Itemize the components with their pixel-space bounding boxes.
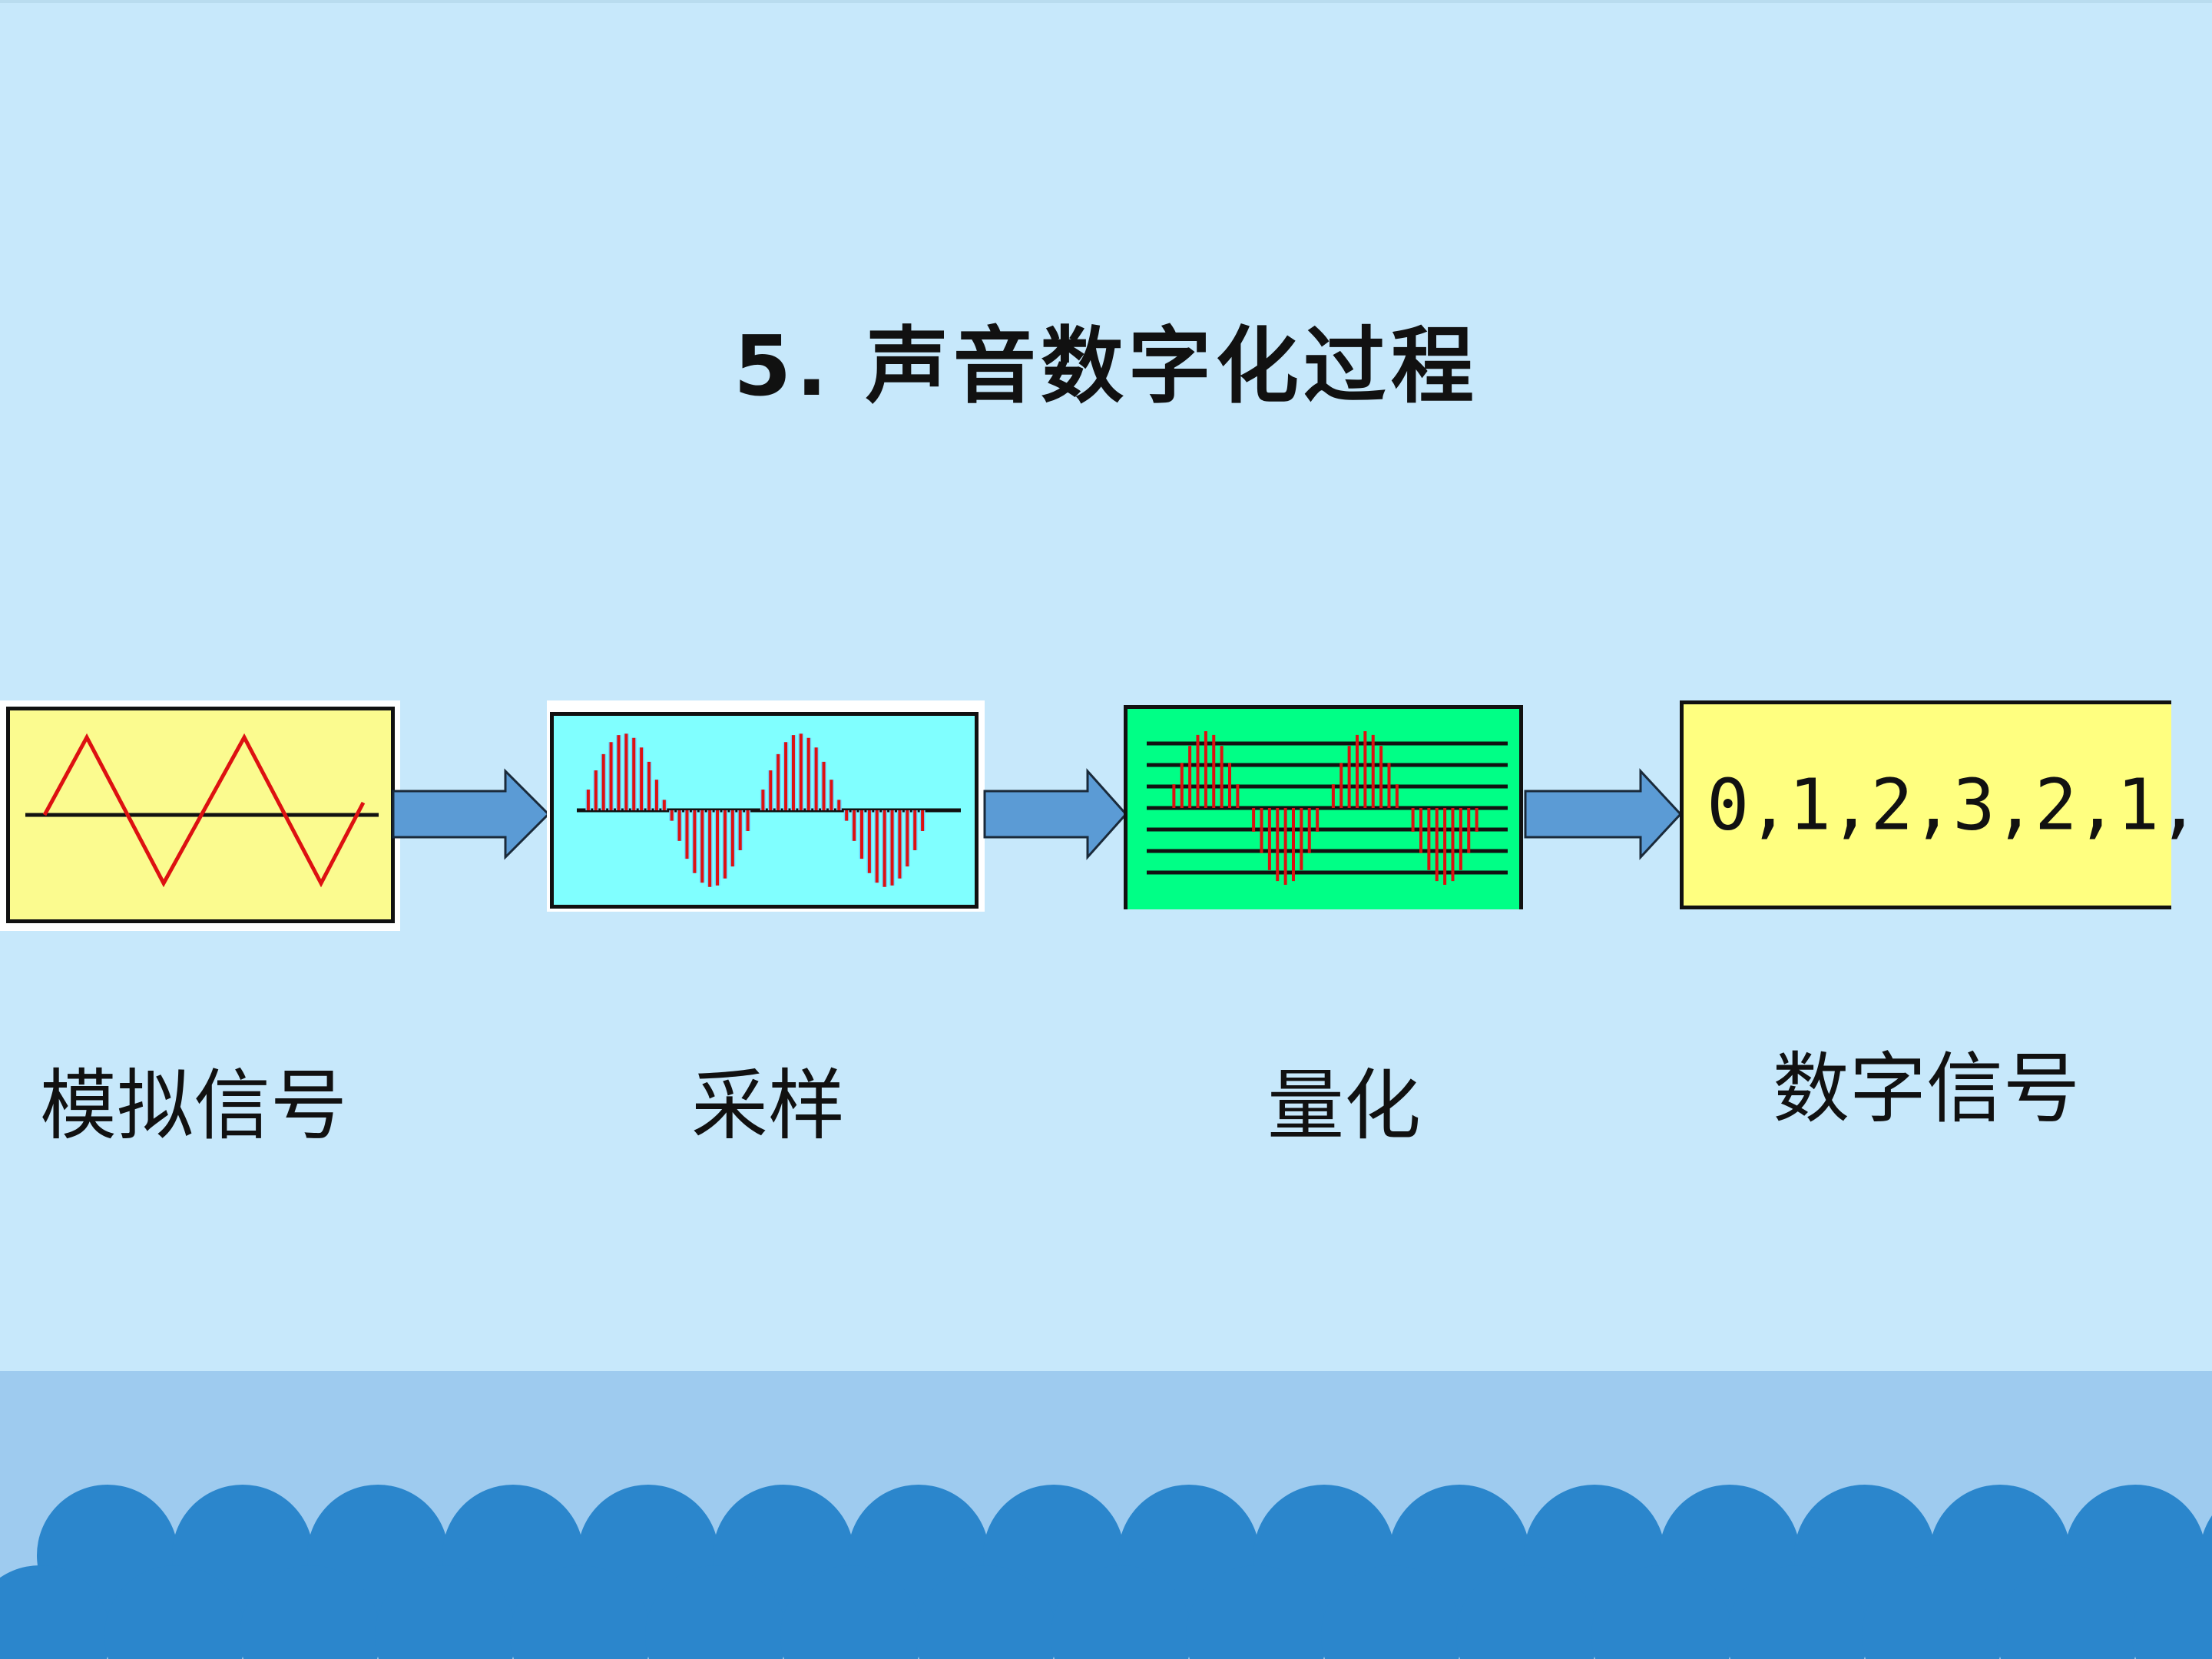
label-digital-signal: 数字信号 — [1773, 1044, 2080, 1134]
scallop-front — [1727, 1565, 1868, 1659]
scallop-front — [1997, 1565, 2138, 1659]
triangle-wave-icon — [25, 733, 379, 888]
scallop-front — [916, 1565, 1057, 1659]
scallop-front — [375, 1565, 516, 1659]
sampling-box — [550, 712, 979, 909]
scallop-front — [645, 1565, 786, 1659]
scallop-front — [780, 1565, 922, 1659]
sampled-wave-icon — [577, 733, 961, 887]
scallop-front — [1051, 1565, 1192, 1659]
analog-signal-box — [6, 707, 395, 923]
scallop-front — [1186, 1565, 1327, 1659]
label-analog-signal: 模拟信号 — [40, 1061, 347, 1151]
slide-top-edge — [0, 0, 2212, 3]
slide-title: 5. 声音数字化过程 — [733, 319, 1479, 415]
arrow-right-icon — [983, 768, 1128, 860]
scallop-front — [510, 1565, 651, 1659]
label-sampling: 采样 — [691, 1061, 845, 1151]
arrow-right-icon — [1524, 768, 1683, 860]
arrow-right-icon — [392, 768, 551, 860]
scallop-front — [1456, 1565, 1598, 1659]
label-quantization: 量化 — [1267, 1061, 1421, 1151]
digital-signal-box: 0,1,2,3,2,1,... — [1680, 700, 2212, 909]
scallop-front — [104, 1565, 246, 1659]
quantized-wave-icon — [1147, 731, 1508, 885]
scallop-front — [1862, 1565, 2003, 1659]
scallop-front — [0, 1565, 111, 1659]
scallop-wave-pattern — [0, 1485, 2212, 1659]
scallop-front — [1321, 1565, 1462, 1659]
decorative-footer — [0, 1371, 2212, 1659]
scallop-front — [2132, 1565, 2212, 1659]
scallop-front — [240, 1565, 381, 1659]
scallop-front — [1591, 1565, 1733, 1659]
digit-sequence: 0,1,2,3,2,1,... — [1707, 763, 2212, 846]
quantization-box — [1124, 705, 1523, 909]
